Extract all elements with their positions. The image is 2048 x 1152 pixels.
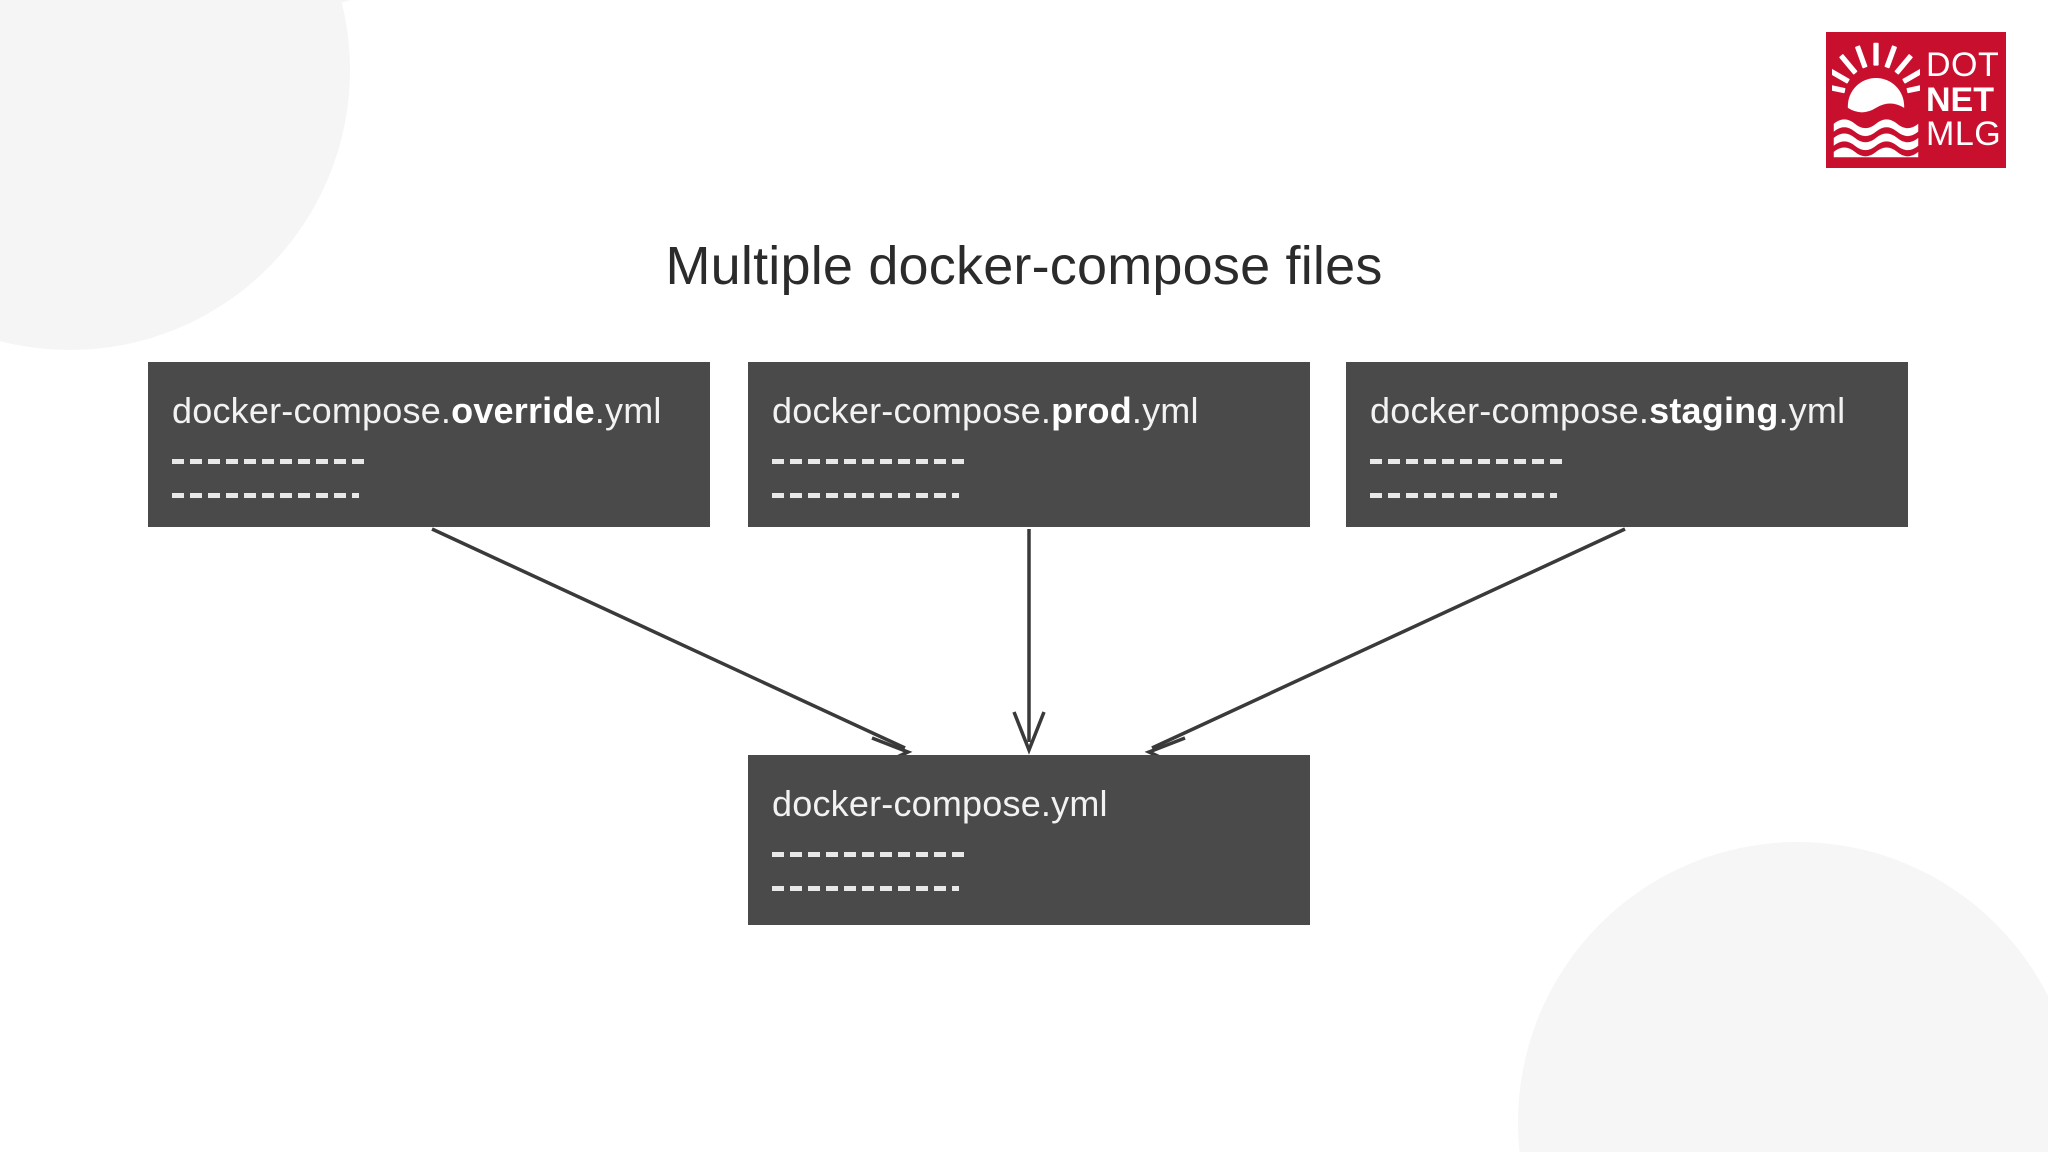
file-name-staging-prefix: docker-compose.	[1370, 390, 1650, 431]
dashed-line-1	[772, 852, 967, 857]
file-box-base[interactable]: docker-compose.yml	[748, 755, 1310, 925]
logo-line-dot: DOT	[1926, 45, 2000, 84]
file-name-prod-prefix: docker-compose.	[772, 390, 1052, 431]
arrowhead-center	[1012, 711, 1046, 755]
dashed-line-1	[172, 459, 367, 464]
file-box-staging[interactable]: docker-compose.staging.yml	[1346, 362, 1908, 527]
dashed-line-1	[772, 459, 967, 464]
file-name-base-prefix: docker-compose.yml	[772, 783, 1108, 824]
file-name-override-prefix: docker-compose.	[172, 390, 452, 431]
background-watermark-sunburst-bottomright	[1518, 842, 2048, 1152]
dotnetmlg-logo: DOT NET MLG	[1826, 32, 2006, 168]
file-name-override-emphasis: override	[451, 390, 595, 431]
file-name-prod-suffix: .yml	[1131, 390, 1199, 431]
arrow-override-to-base	[431, 527, 906, 750]
logo-wordmark: DOT NET MLG	[1926, 48, 2001, 152]
dashed-line-2	[772, 493, 959, 498]
file-name-prod-emphasis: prod	[1051, 390, 1132, 431]
file-box-prod[interactable]: docker-compose.prod.yml	[748, 362, 1310, 527]
file-name-base: docker-compose.yml	[772, 783, 1310, 825]
file-name-prod: docker-compose.prod.yml	[772, 390, 1310, 432]
file-name-override-suffix: .yml	[594, 390, 662, 431]
file-box-override[interactable]: docker-compose.override.yml	[148, 362, 710, 527]
file-name-staging: docker-compose.staging.yml	[1370, 390, 1908, 432]
dashed-line-2	[172, 493, 359, 498]
slide-title: Multiple docker-compose files	[665, 236, 1383, 296]
file-name-override: docker-compose.override.yml	[172, 390, 710, 432]
dashed-line-2	[772, 886, 959, 891]
logo-line-net: NET	[1926, 80, 1994, 119]
file-name-staging-emphasis: staging	[1649, 390, 1779, 431]
file-name-staging-suffix: .yml	[1778, 390, 1846, 431]
logo-line-mlg: MLG	[1926, 115, 2002, 154]
dashed-line-2	[1370, 493, 1557, 498]
sunrise-over-water-icon	[1832, 42, 1920, 158]
dashed-line-1	[1370, 459, 1565, 464]
arrow-staging-to-base	[1151, 527, 1626, 750]
